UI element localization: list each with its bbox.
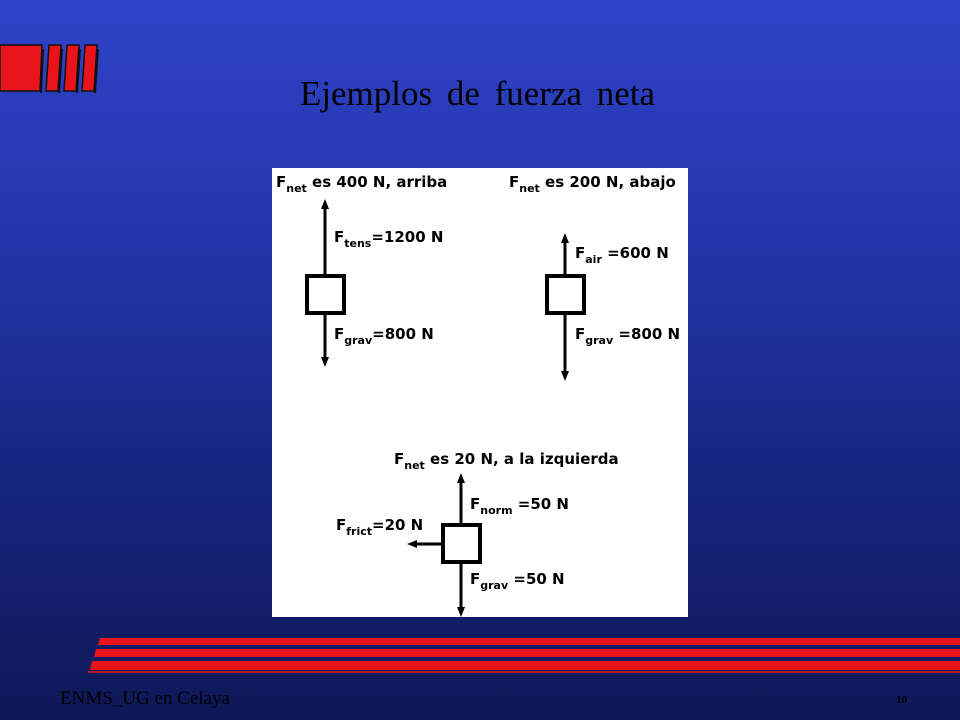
- diagram-1-up-label: Ftens=1200 N: [334, 228, 443, 250]
- footer-text: ENMS_UG en Celaya: [60, 688, 230, 709]
- diagram-2: Fnet es 200 N, abajo Fair =600 N Fgrav =…: [509, 173, 680, 381]
- diagram-3-left-label: Ffrict=20 N: [336, 516, 423, 538]
- diagram-2-box: [545, 274, 586, 315]
- page-number: 10: [896, 694, 907, 706]
- decorative-red-stripes: [88, 638, 960, 673]
- diagram-3-box: [441, 523, 482, 564]
- diagram-1-net-label: Fnet es 400 N, arriba: [276, 173, 447, 195]
- diagram-1-down-label: Fgrav=800 N: [334, 325, 434, 347]
- diagram-1-box: [305, 274, 346, 315]
- force-diagrams: Fnet es 400 N, arriba Ftens=1200 N Fgrav…: [276, 173, 680, 617]
- slide-title: Ejemplos de fuerza neta: [299, 74, 656, 113]
- diagram-3-down-label: Fgrav =50 N: [470, 570, 565, 592]
- diagram-3: Fnet es 20 N, a la izquierda Fnorm =50 N…: [336, 450, 619, 617]
- diagram-3-net-label: Fnet es 20 N, a la izquierda: [394, 450, 619, 472]
- diagram-1: Fnet es 400 N, arriba Ftens=1200 N Fgrav…: [276, 173, 447, 367]
- force-diagram-panel: Fnet es 400 N, arriba Ftens=1200 N Fgrav…: [272, 168, 688, 617]
- logo-red-bars: [0, 44, 99, 93]
- diagram-2-net-label: Fnet es 200 N, abajo: [509, 173, 676, 195]
- diagram-2-up-label: Fair =600 N: [575, 244, 669, 266]
- diagram-2-down-label: Fgrav =800 N: [575, 325, 680, 347]
- diagram-3-up-label: Fnorm =50 N: [470, 495, 569, 517]
